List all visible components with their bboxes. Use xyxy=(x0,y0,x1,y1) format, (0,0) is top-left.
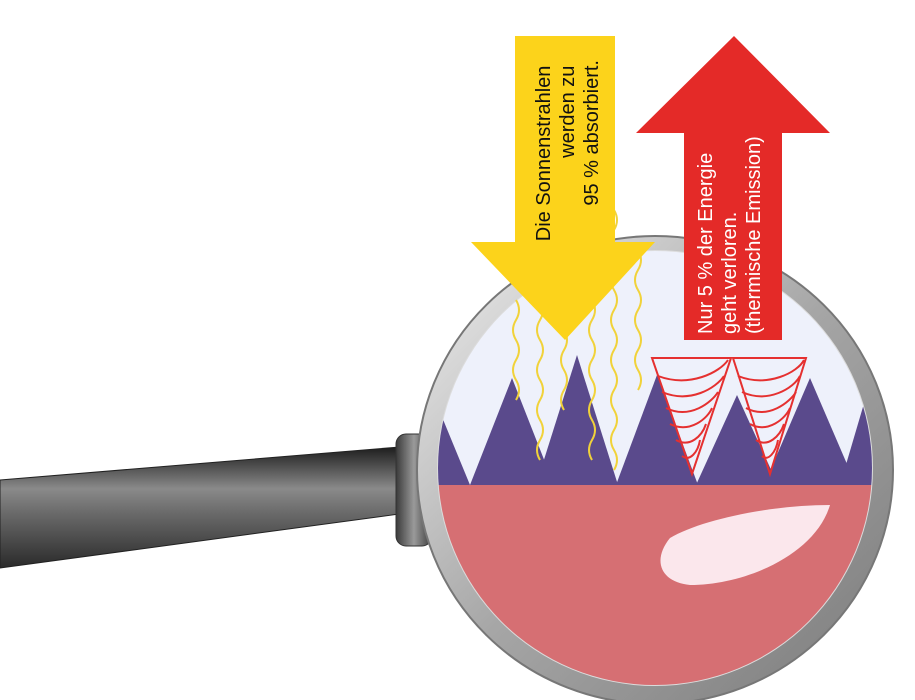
magnifier-handle xyxy=(0,433,433,569)
emission-label-line-3: (thermische Emission) xyxy=(743,136,765,334)
emission-spirals xyxy=(650,357,808,478)
emission-label: Nur 5 % der Energie geht verloren. (ther… xyxy=(695,136,765,334)
lens-highlight xyxy=(660,505,830,585)
emission-arrow: Nur 5 % der Energie geht verloren. (ther… xyxy=(636,36,830,340)
sunlight-arrow: Die Sonnenstrahlen werden zu 95 % absorb… xyxy=(471,36,655,340)
sunlight-label-line-2: werden zu xyxy=(557,66,579,159)
sunlight-label-line-1: Die Sonnenstrahlen xyxy=(533,66,555,242)
lens-content xyxy=(438,251,872,685)
emission-label-line-1: Nur 5 % der Energie xyxy=(695,153,717,334)
sunlight-label: Die Sonnenstrahlen werden zu 95 % absorb… xyxy=(533,60,603,241)
absorber-peaks xyxy=(438,355,872,485)
sunlight-label-line-3: 95 % absorbiert. xyxy=(581,60,603,206)
emission-label-line-2: geht verloren. xyxy=(719,212,741,334)
